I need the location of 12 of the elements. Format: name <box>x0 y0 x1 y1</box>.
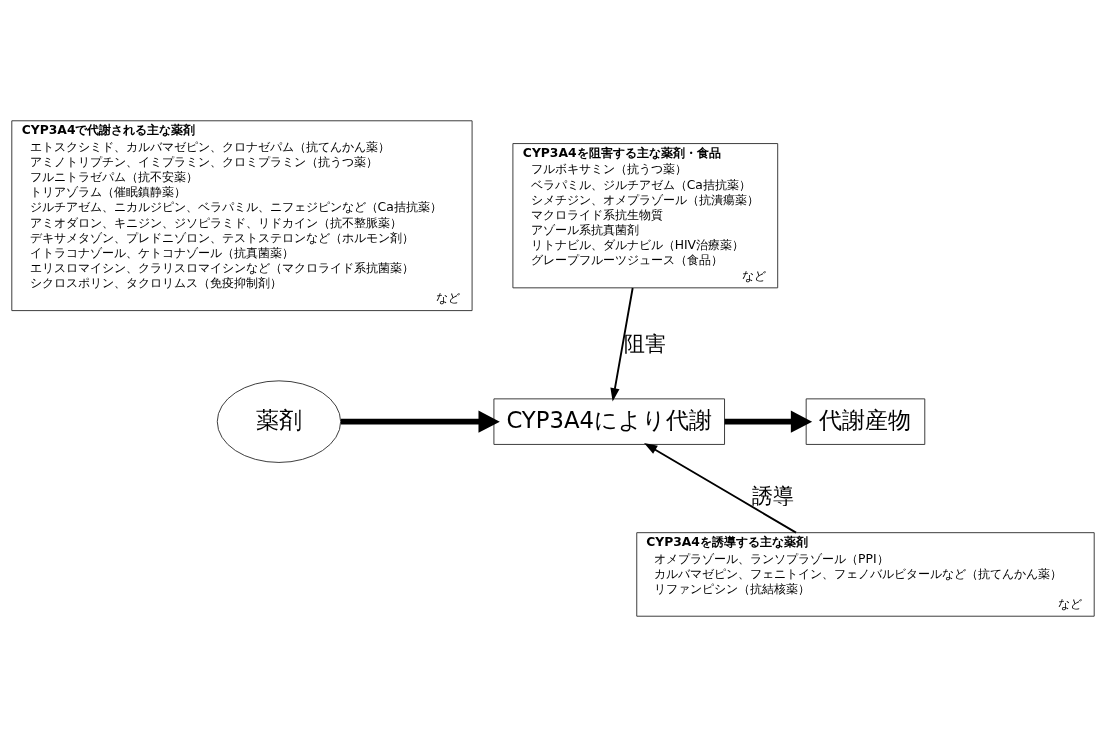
node-box: 代謝産物 <box>805 397 926 445</box>
arrow <box>610 286 634 401</box>
arrow <box>644 442 797 534</box>
node-box: CYP3A4で代謝される主な薬剤 エトスクシミド、カルバマゼピン、クロナゼパム（抗てんかん薬） アミノトリプチン、イミプラミン、クロミプラミン（抗うつ薬） フルニトラゼパム（抗不安薬） トリアゾラム（催眠鎮静薬） ジルチアゼム、ニカルジピン、ベラパミル、ニフェジピンなど（Ca拮抗薬） アミオダロン、キニジン、ジソピラミド、リドカイン（抗不整脈薬） デキサメタゾン、プレドニゾロン、テストステロンなど（ホルモン剤） イトラコナゾール、ケトコナゾール（抗真菌薬） エリスロマイシン、クラリスロマイシンなど（マクロライド系抗菌薬） シクロスポリン、タクロリムス（免疫抑制剤） など <box>11 119 473 311</box>
arrow <box>340 409 500 433</box>
node-box: CYP3A4により代謝 <box>493 397 725 445</box>
arrow <box>724 409 813 433</box>
node-box: CYP3A4を阻害する主な薬剤・食品 フルボキサミン（抗うつ薬） ベラパミル、ジルチアゼム（Ca拮抗薬） シメチジン、オメプラゾール（抗潰瘍薬） マクロライド系抗生物質 アゾール系抗真菌剤 リトナビル、ダルナビル（HIV治療薬） グレープフルーツジュース（食品） など <box>512 142 779 288</box>
node-box: CYP3A4を誘導する主な薬剤 オメプラゾール、ランソプラゾール（PPI） カルバマゼピン、フェニトイン、フェノバルビタールなど（抗てんかん薬） リファンピシン（抗結核薬） など <box>636 531 1095 617</box>
edge-label: 阻害 <box>624 331 667 356</box>
edge-label: 誘導 <box>752 483 795 508</box>
node-ellipse: 薬剤 <box>216 379 342 463</box>
